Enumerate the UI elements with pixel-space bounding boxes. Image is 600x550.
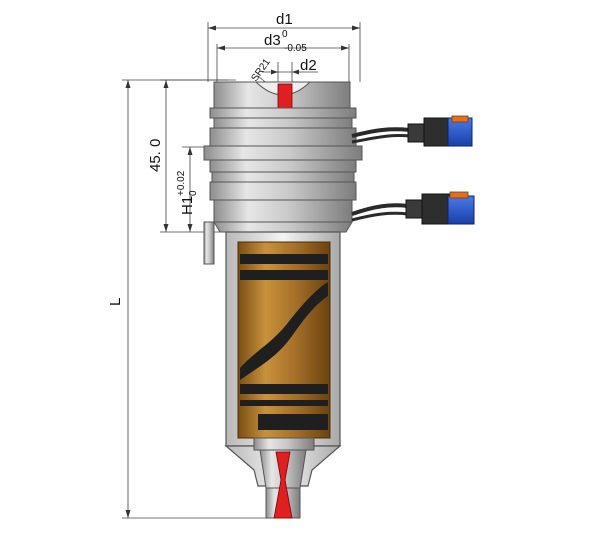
lower-connector-blue <box>447 195 475 225</box>
lower-connector-orange <box>449 191 469 199</box>
stripe-4 <box>240 400 328 406</box>
nozzle-orifice <box>273 451 293 519</box>
upper-connector-orange <box>451 115 469 123</box>
stripe-2 <box>240 270 328 280</box>
stripe-5 <box>258 414 328 430</box>
helical-groove <box>240 282 328 380</box>
d3-label: d3 <box>264 32 281 49</box>
d3-lower-tolerance: -0.05 <box>284 43 307 54</box>
sphere-radius-label: SR21 <box>249 57 273 84</box>
lower-connector <box>351 191 475 225</box>
nozzle-sleeve <box>224 231 342 487</box>
nozzle-tip <box>253 437 315 519</box>
h1-upper-tolerance: +0.02 <box>176 170 187 196</box>
center-bore-top <box>277 83 293 109</box>
side-pin <box>203 221 215 265</box>
top-housing <box>203 81 363 265</box>
dimension-d1: d1 <box>207 11 361 82</box>
dimension-d3: d3 0 -0.05 <box>216 29 350 82</box>
height-45-label: 45. 0 <box>147 139 164 172</box>
h1-label: H1 <box>179 196 196 215</box>
d1-label: d1 <box>276 11 293 28</box>
upper-connector <box>351 115 473 147</box>
d3-upper-tolerance: 0 <box>282 29 288 40</box>
d2-label: d2 <box>300 57 317 74</box>
length-label: L <box>107 298 124 306</box>
stripe-3 <box>240 384 328 394</box>
dimension-h1: H1 +0.02 0 <box>176 146 210 232</box>
stripe-1 <box>240 254 328 264</box>
upper-connector-blue <box>447 117 473 147</box>
h1-lower-tolerance: 0 <box>188 190 199 196</box>
